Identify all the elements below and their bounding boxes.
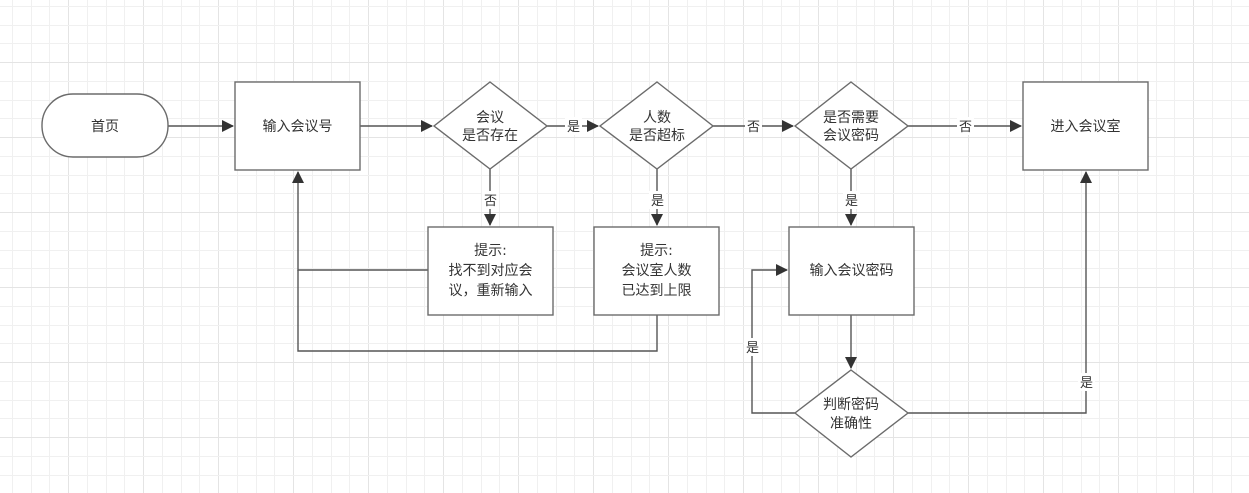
edge-tip-full-to-input-meeting-id[interactable] bbox=[297, 270, 658, 352]
svg-text:会议: 会议 bbox=[476, 110, 504, 126]
svg-text:会议室人数: 会议室人数 bbox=[622, 262, 692, 279]
svg-text:是否超标: 是否超标 bbox=[629, 128, 685, 144]
edge-label-meeting-exists-no: 否 bbox=[482, 191, 499, 209]
svg-text:已达到上限: 已达到上限 bbox=[622, 283, 692, 299]
node-people-over-limit-decision[interactable]: 人数 是否超标 bbox=[598, 81, 715, 170]
svg-text:人数: 人数 bbox=[643, 110, 671, 126]
svg-text:否: 否 bbox=[484, 194, 497, 209]
svg-text:议，重新输入: 议，重新输入 bbox=[449, 283, 533, 299]
edge-tip-not-found-to-input-meeting-id[interactable] bbox=[292, 171, 428, 271]
svg-text:是: 是 bbox=[567, 120, 580, 135]
svg-text:是: 是 bbox=[845, 194, 858, 209]
svg-text:首页: 首页 bbox=[91, 119, 119, 135]
node-tip-full[interactable]: 提示: 会议室人数 已达到上限 bbox=[593, 226, 720, 316]
svg-text:是否存在: 是否存在 bbox=[462, 128, 518, 144]
node-input-meeting-id[interactable]: 输入会议号 bbox=[234, 81, 361, 171]
nodes: 首页 输入会议号 会议 是否存在 人数 是否超标 是否需要 会议密码 进入会议室 bbox=[41, 81, 1149, 458]
svg-text:是: 是 bbox=[1080, 376, 1093, 391]
edge-label-check-password-retry-yes: 是 bbox=[744, 338, 761, 356]
svg-text:判断密码: 判断密码 bbox=[823, 396, 879, 413]
node-home[interactable]: 首页 bbox=[41, 93, 169, 158]
edge-check-password-to-enter-room[interactable] bbox=[908, 171, 1092, 414]
edge-label-people-over-limit-no: 否 bbox=[745, 117, 762, 135]
edges bbox=[168, 120, 1092, 414]
edge-label-meeting-exists-yes: 是 bbox=[565, 117, 582, 135]
edge-label-people-over-limit-yes: 是 bbox=[649, 191, 666, 209]
edge-labels: 是 否 否 否 是 是 是 是 bbox=[482, 117, 1095, 391]
node-check-password-decision[interactable]: 判断密码 准确性 bbox=[793, 369, 910, 458]
svg-text:提示:: 提示: bbox=[640, 243, 673, 259]
svg-text:找不到对应会: 找不到对应会 bbox=[449, 262, 533, 279]
node-tip-not-found[interactable]: 提示: 找不到对应会 议，重新输入 bbox=[427, 226, 554, 316]
svg-text:是否需要: 是否需要 bbox=[823, 110, 879, 126]
svg-text:准确性: 准确性 bbox=[830, 416, 872, 432]
svg-text:是: 是 bbox=[651, 194, 664, 209]
svg-text:进入会议室: 进入会议室 bbox=[1051, 118, 1121, 135]
edge-label-check-password-enter-yes: 是 bbox=[1078, 373, 1095, 391]
svg-text:是: 是 bbox=[746, 341, 759, 356]
svg-text:输入会议号: 输入会议号 bbox=[263, 119, 333, 135]
edge-label-need-password-yes: 是 bbox=[843, 191, 860, 209]
node-meeting-exists-decision[interactable]: 会议 是否存在 bbox=[432, 81, 549, 170]
node-enter-room[interactable]: 进入会议室 bbox=[1022, 81, 1149, 171]
svg-text:输入会议密码: 输入会议密码 bbox=[810, 262, 894, 279]
node-need-password-decision[interactable]: 是否需要 会议密码 bbox=[793, 81, 910, 170]
svg-text:否: 否 bbox=[959, 120, 972, 135]
svg-text:提示:: 提示: bbox=[474, 243, 507, 259]
svg-text:会议密码: 会议密码 bbox=[823, 127, 879, 144]
edge-label-need-password-no: 否 bbox=[957, 117, 974, 135]
svg-text:否: 否 bbox=[747, 120, 760, 135]
node-input-password[interactable]: 输入会议密码 bbox=[788, 226, 915, 316]
